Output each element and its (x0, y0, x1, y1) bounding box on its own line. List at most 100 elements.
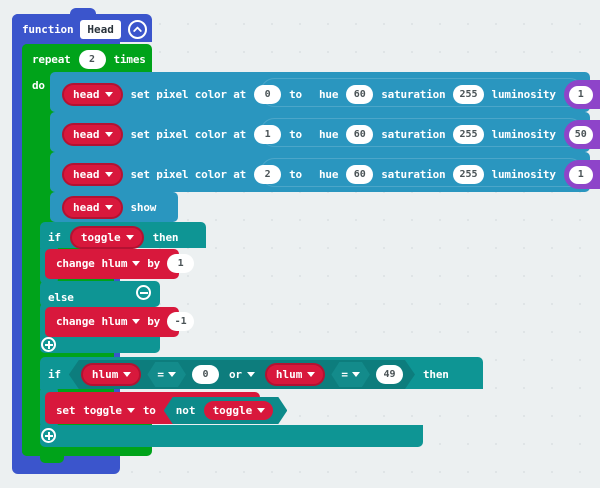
saturation-label: saturation (381, 128, 446, 141)
luminosity-label: luminosity (491, 168, 556, 181)
hue-label: hue (318, 128, 339, 141)
by-label: by (147, 315, 161, 328)
not-operand-dropdown[interactable]: toggle (202, 399, 276, 422)
change-value-field[interactable]: 1 (167, 254, 195, 273)
chevron-up-circle-icon[interactable] (127, 20, 147, 39)
saturation-field[interactable]: 255 (453, 125, 484, 144)
repeat-keyword-label: repeat (32, 53, 71, 66)
right-comparison-value-field[interactable]: 49 (376, 365, 403, 384)
not-operand-label: toggle (212, 404, 253, 417)
change-variable-dropdown[interactable]: hlum (102, 316, 141, 327)
arithmetic-operand-a[interactable]: 1 (568, 85, 593, 104)
plus-circle-icon[interactable] (41, 337, 56, 352)
chevron-down-icon (104, 92, 113, 97)
saturation-label: saturation (381, 88, 446, 101)
saturation-field[interactable]: 255 (453, 85, 484, 104)
change-keyword-label: change (56, 257, 95, 270)
pixel-index-field[interactable]: 1 (254, 125, 282, 144)
function-name-field[interactable]: Head (80, 20, 121, 39)
chevron-down-icon (168, 372, 176, 377)
change-variable-block[interactable] (45, 249, 179, 279)
chevron-down-icon (104, 205, 113, 210)
chevron-down-icon (132, 261, 141, 266)
then-keyword-label: then (152, 231, 179, 244)
set-to-label: to (142, 404, 156, 417)
show-action-label: show (130, 201, 157, 214)
left-operand-variable-label: hlum (91, 368, 119, 381)
show-target-label: head (73, 201, 100, 214)
chevron-down-icon (307, 372, 315, 377)
chevron-down-icon (123, 372, 131, 377)
not-operator-block[interactable]: not toggle (164, 397, 288, 424)
chevron-down-icon (247, 372, 255, 377)
pixel-index-field[interactable]: 0 (254, 85, 282, 104)
arithmetic-operand-a[interactable]: 50 (568, 125, 593, 144)
right-comparison-operator-dropdown[interactable]: = (331, 362, 370, 387)
pixel-target-dropdown[interactable]: head (62, 83, 123, 106)
repeat-count-field[interactable]: 2 (78, 50, 106, 69)
chevron-down-icon (104, 172, 113, 177)
show-target-dropdown[interactable]: head (62, 196, 123, 219)
saturation-field[interactable]: 255 (453, 165, 484, 184)
left-operand-variable-dropdown[interactable]: hlum (81, 363, 142, 386)
set-keyword-label: set (56, 404, 76, 417)
set-pixel-color-block[interactable] (50, 72, 590, 112)
change-variable-label: hlum (101, 315, 128, 328)
pixel-index-field[interactable]: 2 (254, 165, 282, 184)
hue-label: hue (318, 88, 339, 101)
if-condition-variable-label: toggle (80, 231, 121, 244)
change-variable-label: hlum (101, 257, 128, 270)
chevron-down-icon (126, 408, 135, 413)
change-variable-block[interactable] (45, 307, 179, 337)
right-operand-variable-dropdown[interactable]: hlum (265, 363, 326, 386)
set-variable-label: toggle (83, 404, 122, 417)
pixel-target-label: head (73, 128, 100, 141)
if-keyword-label: if (48, 368, 61, 381)
chevron-down-icon (352, 372, 360, 377)
by-label: by (147, 257, 161, 270)
left-comparison-value-field[interactable]: 0 (192, 365, 219, 384)
hue-label: hue (318, 168, 339, 181)
if-else-block-footer (40, 333, 160, 353)
set-pixel-color-block[interactable] (50, 112, 590, 152)
arithmetic-block[interactable]: 50 - hlum (563, 120, 600, 149)
pixel-target-dropdown[interactable]: head (62, 163, 123, 186)
pixel-target-dropdown[interactable]: head (62, 123, 123, 146)
saturation-label: saturation (381, 168, 446, 181)
chevron-down-icon (132, 319, 141, 324)
change-keyword-label: change (56, 315, 95, 328)
if-keyword-label: if (48, 231, 61, 244)
not-operator-label: not (175, 404, 196, 417)
function-block-tab (70, 8, 96, 18)
change-value-field[interactable]: -1 (167, 312, 195, 331)
hue-field[interactable]: 60 (346, 85, 374, 104)
function-keyword-label: function (22, 23, 74, 36)
set-variable-dropdown[interactable]: toggle (83, 405, 135, 416)
or-operator-block[interactable]: hlum = 0 or hlum = 49 (69, 360, 415, 389)
if-condition-variable-dropdown[interactable]: toggle (69, 226, 144, 249)
to-label: to (289, 88, 302, 101)
hue-field[interactable]: 60 (346, 165, 374, 184)
luminosity-label: luminosity (491, 128, 556, 141)
plus-circle-icon[interactable] (41, 428, 56, 443)
repeat-do-label: do (32, 79, 45, 92)
arithmetic-block[interactable]: 1 + hlum (563, 80, 600, 109)
right-operand-variable-label: hlum (275, 368, 303, 381)
left-comparison-operator-dropdown[interactable]: = (147, 362, 186, 387)
change-variable-dropdown[interactable]: hlum (102, 258, 141, 269)
chevron-down-icon (104, 132, 113, 137)
pixel-target-label: head (73, 88, 100, 101)
or-operator-label: or (228, 368, 242, 381)
hue-field[interactable]: 60 (346, 125, 374, 144)
repeat-notch (40, 456, 64, 463)
to-label: to (289, 128, 302, 141)
minus-circle-icon[interactable] (136, 285, 151, 300)
arithmetic-block[interactable]: 1 + hlum (563, 160, 600, 189)
arithmetic-operand-a[interactable]: 1 (568, 165, 593, 184)
set-pixel-action-label: set pixel color at (130, 128, 247, 141)
or-operator-dropdown[interactable]: or (229, 369, 255, 380)
chevron-down-icon (125, 235, 134, 240)
left-comparison-operator-label: = (157, 368, 164, 381)
set-pixel-color-block[interactable] (50, 152, 590, 192)
